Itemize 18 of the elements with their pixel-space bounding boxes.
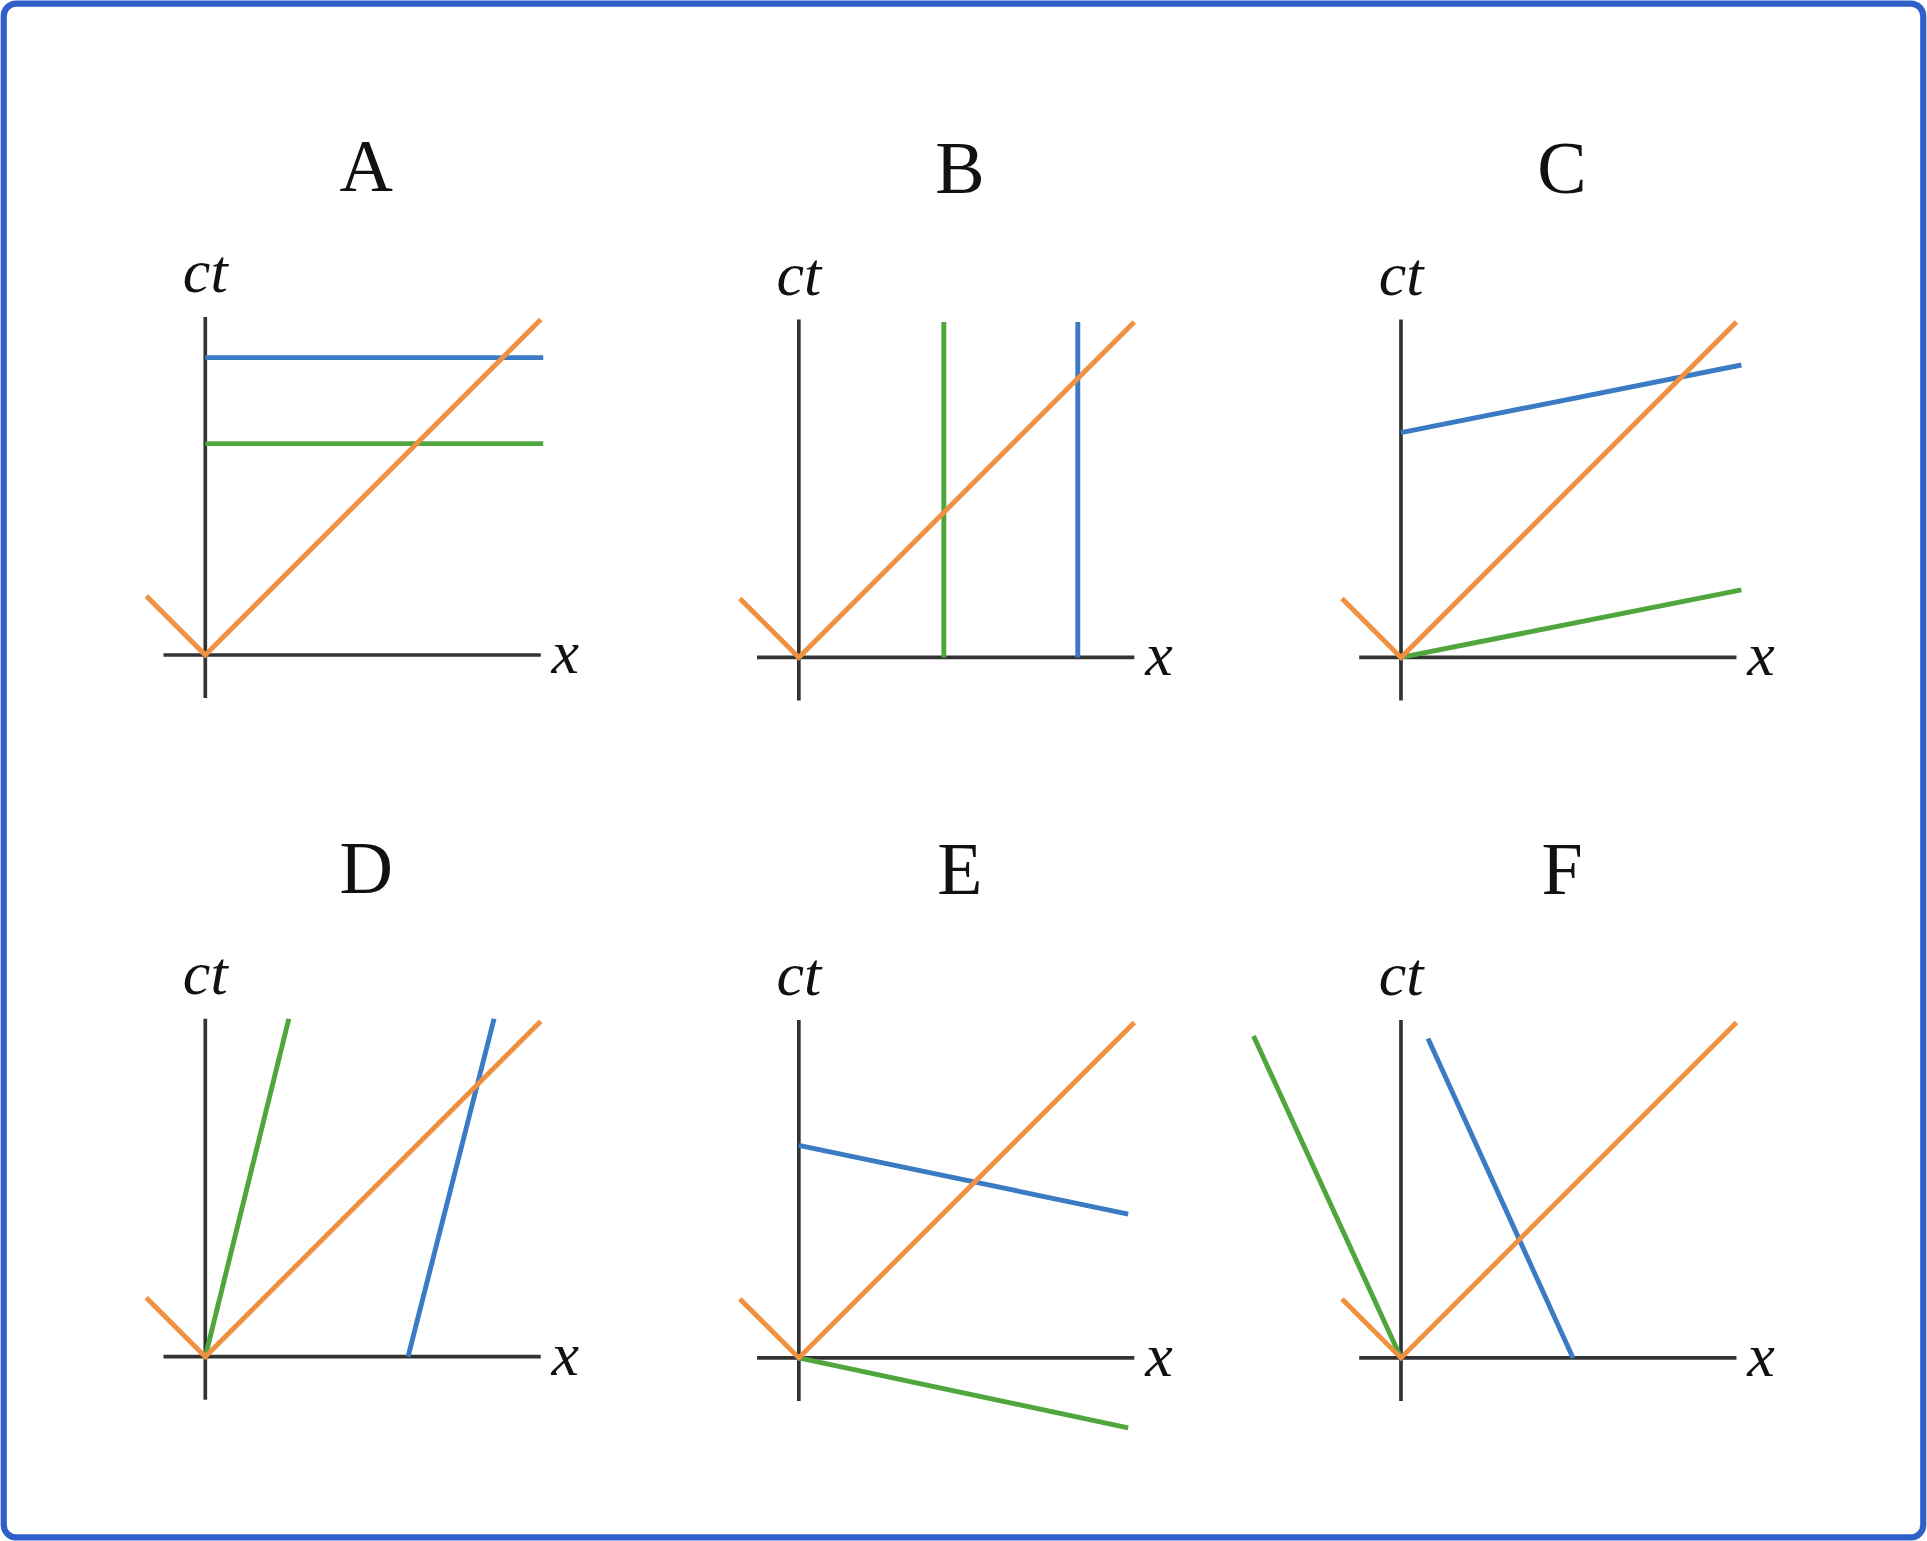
- panel-letter: A: [339, 128, 393, 203]
- panel-letter: B: [935, 131, 985, 206]
- axis-label: ct: [182, 941, 228, 1004]
- axis-label: x: [1747, 1323, 1775, 1386]
- panel-letter: D: [339, 830, 393, 905]
- axis-label: x: [1145, 623, 1173, 686]
- axis-label: x: [1747, 623, 1775, 686]
- panel-letter: F: [1541, 831, 1583, 906]
- axis-label: x: [551, 620, 580, 683]
- panel-letter: C: [1537, 131, 1587, 206]
- axis-label: x: [1145, 1323, 1173, 1386]
- axis-label: ct: [1378, 942, 1424, 1005]
- axis-label: x: [551, 1322, 580, 1385]
- panel-letter: E: [937, 831, 983, 906]
- axis-label: ct: [776, 942, 822, 1005]
- axis-label: ct: [182, 239, 228, 302]
- axis-label: ct: [1378, 242, 1424, 305]
- axis-label: ct: [776, 242, 822, 305]
